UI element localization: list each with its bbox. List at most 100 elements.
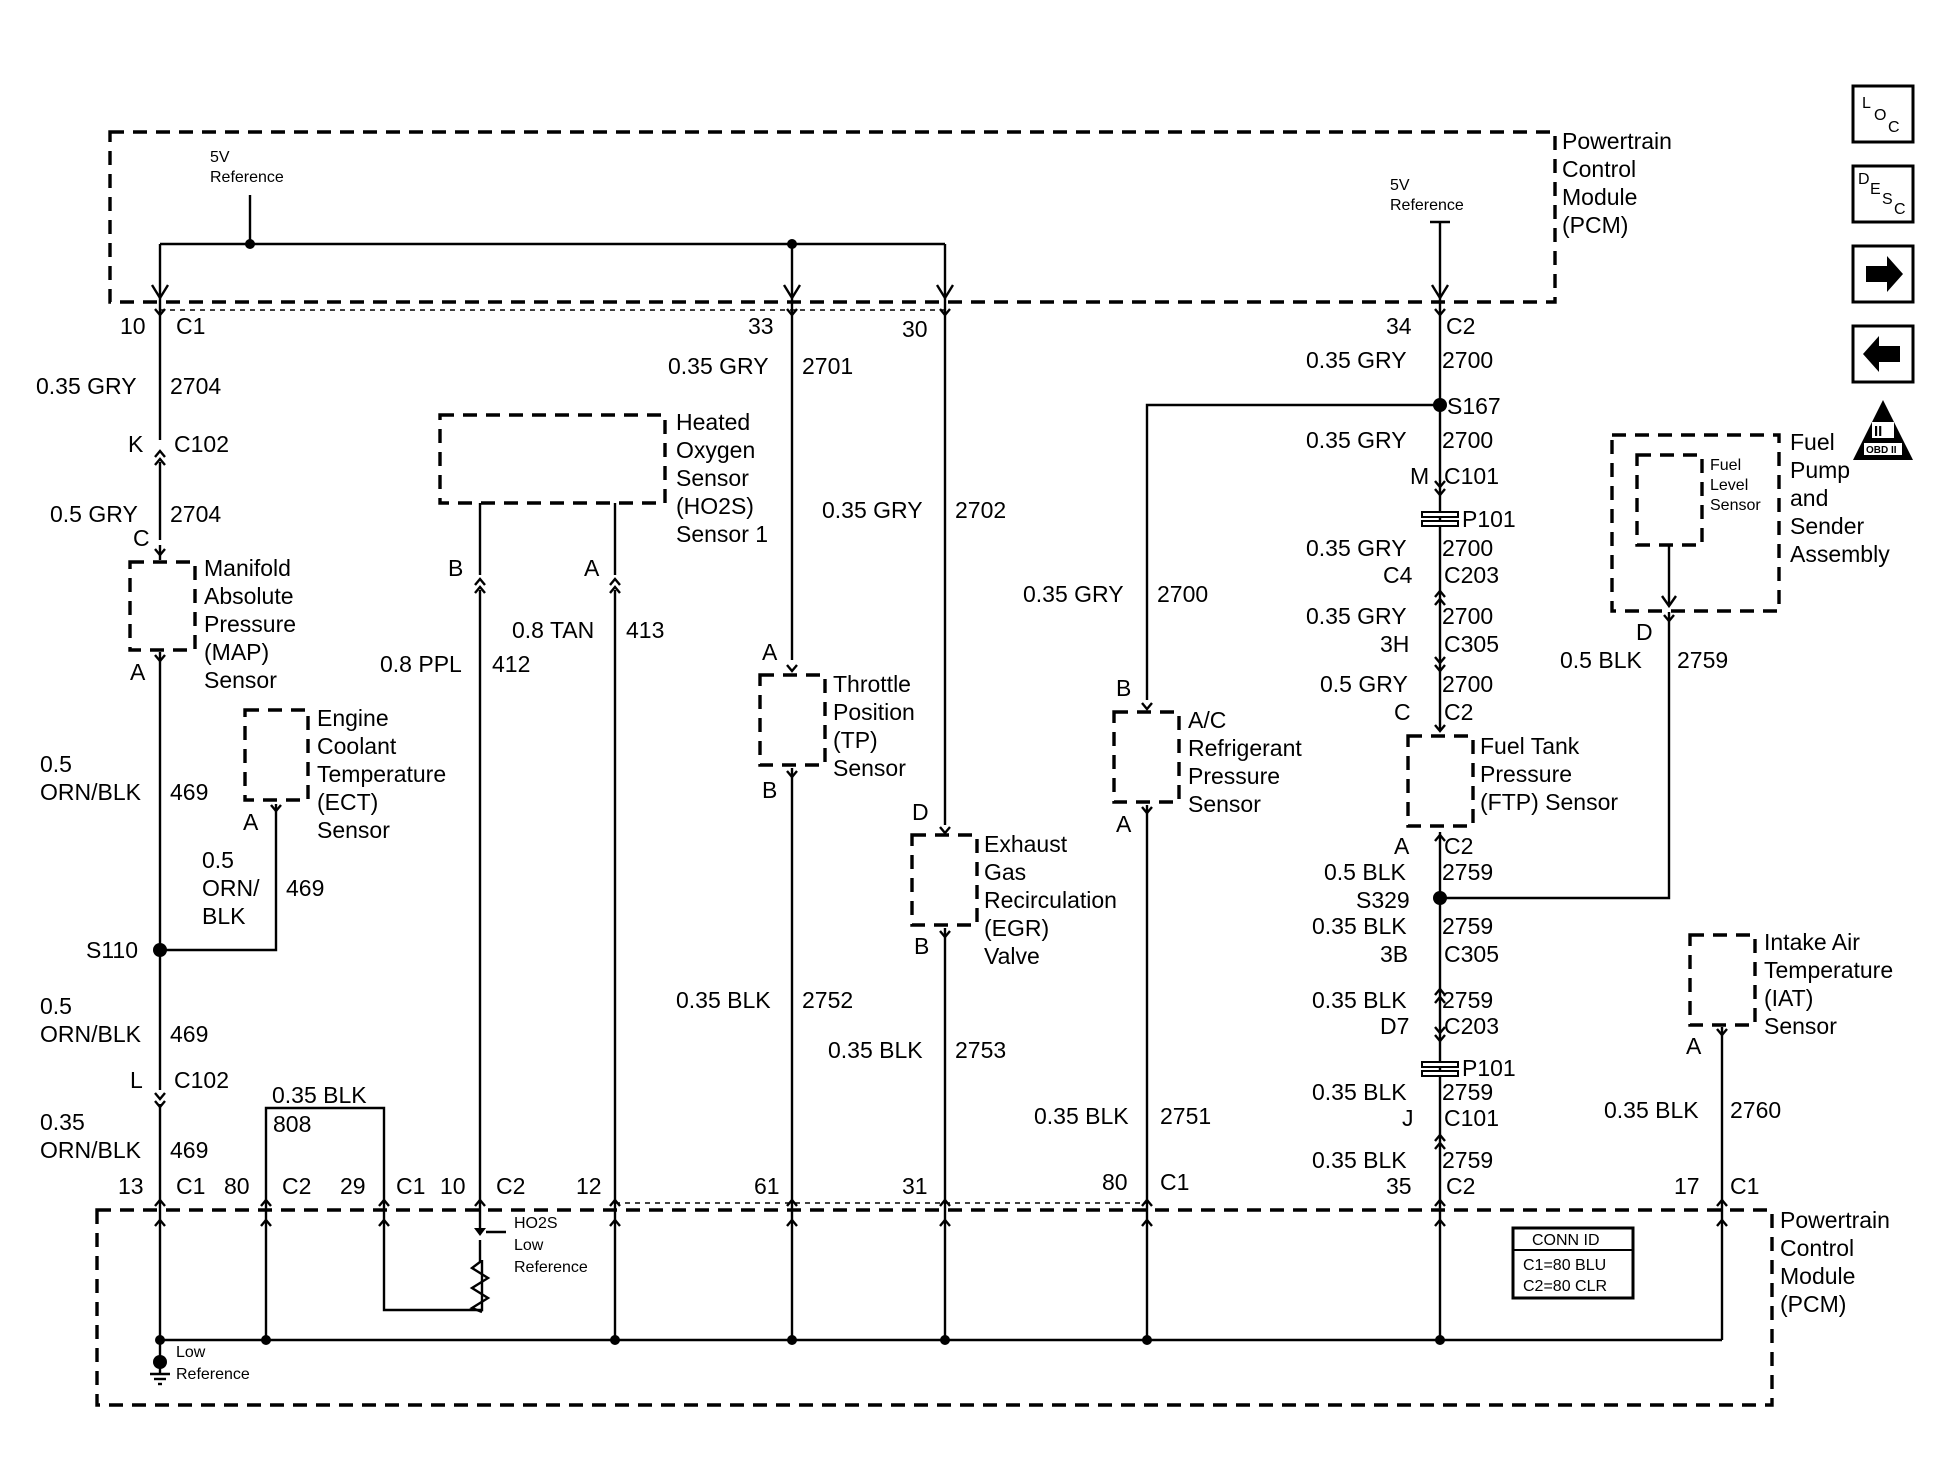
iat-sensor-2: Temperature — [1764, 957, 1893, 983]
ftp-c305-conn: C305 — [1444, 631, 1499, 657]
map-w2-circuit: 2704 — [170, 501, 221, 527]
ac-sensor-3: Pressure — [1188, 763, 1280, 789]
tp-w1-circuit: 2701 — [802, 353, 853, 379]
map-sensor-5: Sensor — [204, 667, 277, 693]
pcm-top-label-4: (PCM) — [1562, 212, 1628, 238]
jumper-size: 0.35 BLK — [272, 1082, 367, 1108]
fuel-pump-3: and — [1790, 485, 1828, 511]
ect-w-circuit: 469 — [286, 875, 324, 901]
tp-pin-a: A — [762, 639, 778, 665]
fuel-level-sensor-box — [1635, 453, 1704, 547]
splice-s110: S110 — [86, 937, 138, 963]
map-w3-size-2: ORN/BLK — [40, 779, 142, 805]
ftp-w4-size: 0.35 GRY — [1306, 603, 1407, 629]
ftp-pin-a-conn: C2 — [1444, 833, 1473, 859]
ftp-w10-circuit: 2759 — [1442, 1147, 1493, 1173]
ftp-w5-size: 0.5 GRY — [1320, 671, 1408, 697]
bot-pin-12: 12 — [576, 1173, 602, 1199]
map-c102-l-pin: L — [130, 1067, 143, 1093]
ho2s-low-ref-3: Reference — [514, 1259, 588, 1276]
ftp-w1-circuit: 2700 — [1442, 347, 1493, 373]
tp-sensor-box — [758, 673, 827, 767]
bot-pin-61: 61 — [754, 1173, 780, 1199]
ftp-w8-circuit: 2759 — [1442, 987, 1493, 1013]
egr-sensor-2: Gas — [984, 859, 1026, 885]
map-sensor-4: (MAP) — [204, 639, 269, 665]
next-page-button[interactable] — [1851, 244, 1915, 304]
egr-pin-b: B — [914, 933, 929, 959]
tp-sensor-3: (TP) — [833, 727, 878, 753]
ect-w-size-3: BLK — [202, 903, 246, 929]
ftp-w3-size: 0.35 GRY — [1306, 535, 1407, 561]
ftp-sensor-2: Pressure — [1480, 761, 1572, 787]
ect-w-size-2: ORN/ — [202, 875, 260, 901]
ftp-w8-size: 0.35 BLK — [1312, 987, 1407, 1013]
ac-w2-circuit: 2751 — [1160, 1103, 1211, 1129]
egr-w1-circuit: 2702 — [955, 497, 1006, 523]
loc-l: L — [1862, 95, 1871, 112]
ftp-c101-pin: M — [1410, 463, 1429, 489]
ho2s-wb-size: 0.8 PPL — [380, 651, 462, 677]
ho2s-sensor-4: (HO2S) — [676, 493, 754, 519]
ftp-c101b-conn: C101 — [1444, 1105, 1499, 1131]
ho2s-sensor-box — [438, 413, 667, 505]
bot-pin-80b: 80 — [1102, 1169, 1128, 1195]
ftp-c203b-pin: D7 — [1380, 1013, 1409, 1039]
ac-sensor-1: A/C — [1188, 707, 1226, 733]
ftp-sensor-1: Fuel Tank — [1480, 733, 1580, 759]
ftp-w5-circuit: 2700 — [1442, 671, 1493, 697]
bot-pin-35-conn: C2 — [1446, 1173, 1475, 1199]
ref-right-1: 5V — [1390, 177, 1410, 194]
conn-id-c2: C2=80 CLR — [1523, 1278, 1607, 1295]
obd-ii-icon[interactable]: II OBD II — [1853, 400, 1913, 460]
tp-sensor-4: Sensor — [833, 755, 906, 781]
map-w3-size-1: 0.5 — [40, 751, 72, 777]
ftp-w9-circuit: 2759 — [1442, 1079, 1493, 1105]
location-button[interactable]: L O C — [1851, 84, 1915, 144]
egr-w2-circuit: 2753 — [955, 1037, 1006, 1063]
ac-w1-circuit: 2700 — [1157, 581, 1208, 607]
map-w4-size-1: 0.5 — [40, 993, 72, 1019]
ftp-w7-size: 0.35 BLK — [1312, 913, 1407, 939]
previous-page-button[interactable] — [1851, 324, 1915, 384]
fuel-level-3: Sensor — [1710, 497, 1761, 514]
ho2s-wa-circuit: 413 — [626, 617, 664, 643]
bot-pin-29: 29 — [340, 1173, 366, 1199]
pcm-top-label-3: Module — [1562, 184, 1637, 210]
ac-pin-a: A — [1116, 811, 1132, 837]
ac-sensor-2: Refrigerant — [1188, 735, 1302, 761]
ftp-w3-circuit: 2700 — [1442, 535, 1493, 561]
ho2s-sensor-1: Heated — [676, 409, 750, 435]
bot-pin-13-conn: C1 — [176, 1173, 205, 1199]
map-c102-pin: K — [128, 431, 144, 457]
iat-sensor-3: (IAT) — [1764, 985, 1813, 1011]
fuel-pump-4: Sender — [1790, 513, 1865, 539]
ftp-w1-size: 0.35 GRY — [1306, 347, 1407, 373]
fuel-pump-2: Pump — [1790, 457, 1850, 483]
ect-sensor-2: Coolant — [317, 733, 397, 759]
splice-s329: S329 — [1356, 887, 1410, 913]
ftp-w9-size: 0.35 BLK — [1312, 1079, 1407, 1105]
ftp-w2-size: 0.35 GRY — [1306, 427, 1407, 453]
fuel-w-size: 0.5 BLK — [1560, 647, 1642, 673]
bot-pin-80b-conn: C1 — [1160, 1169, 1189, 1195]
pcm-bottom-label-3: Module — [1780, 1263, 1855, 1289]
ftp-w7-circuit: 2759 — [1442, 913, 1493, 939]
ftp-pin-c-conn: C2 — [1444, 699, 1473, 725]
pcm-bottom-label-4: (PCM) — [1780, 1291, 1846, 1317]
pcm-bottom-box — [95, 1208, 1774, 1407]
bot-pin-80a: 80 — [224, 1173, 250, 1199]
iat-sensor-box — [1688, 933, 1757, 1027]
ftp-c305-pin: 3H — [1380, 631, 1409, 657]
ho2s-pin-b: B — [448, 555, 463, 581]
fuel-pin-d: D — [1636, 619, 1653, 645]
ftp-c101-conn: C101 — [1444, 463, 1499, 489]
ect-sensor-4: (ECT) — [317, 789, 378, 815]
ect-sensor-3: Temperature — [317, 761, 446, 787]
ho2s-sensor-5: Sensor 1 — [676, 521, 768, 547]
description-button[interactable]: D E S C — [1851, 164, 1915, 224]
low-ref-1: Low — [176, 1344, 206, 1361]
desc-s: S — [1882, 191, 1893, 208]
ftp-c203b-conn: C203 — [1444, 1013, 1499, 1039]
